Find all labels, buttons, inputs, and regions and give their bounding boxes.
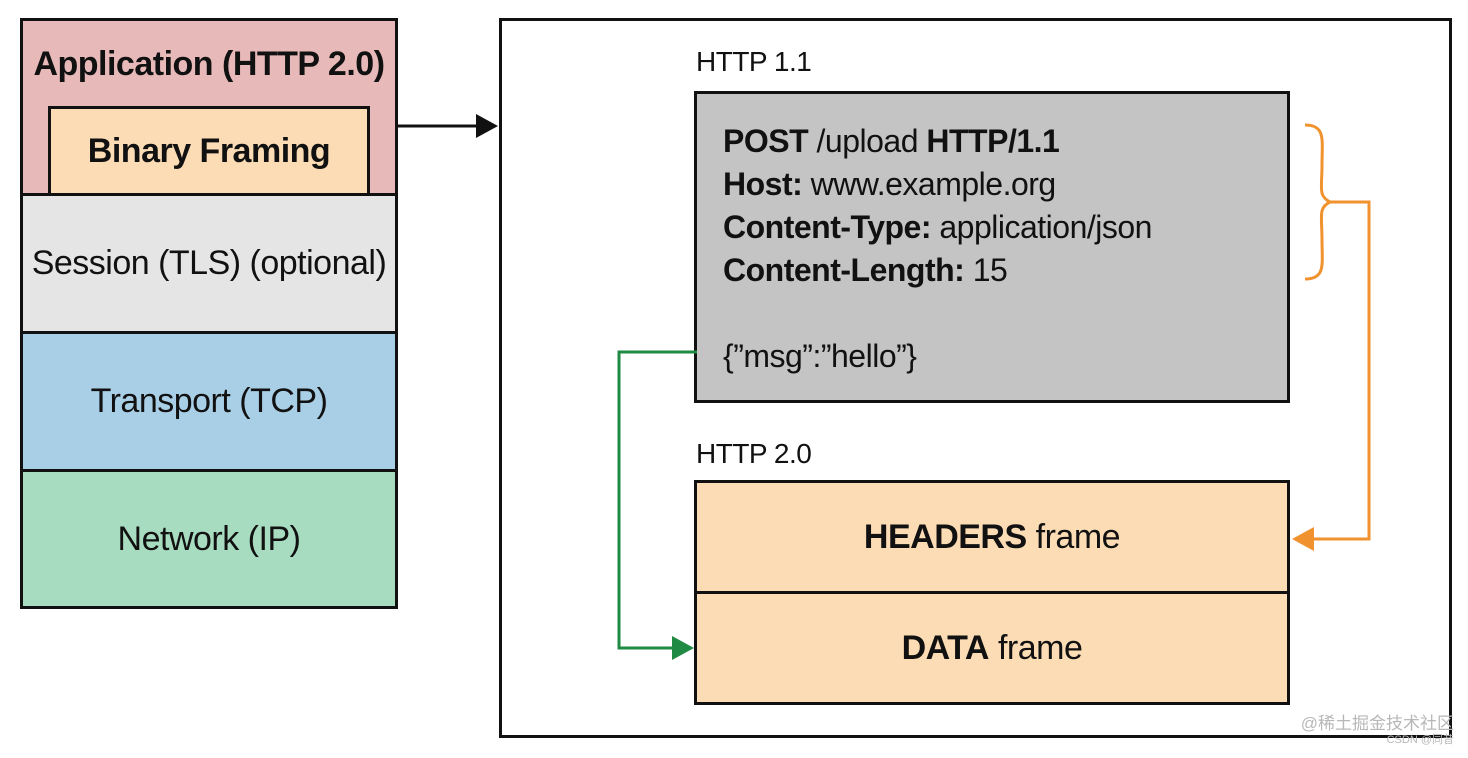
binary-framing-label: Binary Framing <box>87 131 331 170</box>
watermark: @稀土掘金技术社区 CSDN @同昔 <box>1301 714 1454 747</box>
request-path: /upload <box>808 123 927 159</box>
header-value: application/json <box>930 209 1152 245</box>
watermark-line-2: CSDN @同昔 <box>1386 734 1454 746</box>
header-line-content-type: Content-Type: application/json <box>723 206 1287 249</box>
request-method: POST <box>723 123 809 159</box>
headers-frame-suffix: frame <box>1035 517 1121 556</box>
http20-label: HTTP 2.0 <box>696 438 812 469</box>
session-layer-label: Session (TLS) (optional) <box>31 244 387 282</box>
data-frame-suffix: frame <box>997 628 1083 667</box>
transport-layer: Transport (TCP) <box>20 331 398 472</box>
application-layer-label: Application (HTTP 2.0) <box>33 45 385 83</box>
header-line-host: Host: www.example.org <box>723 163 1287 206</box>
request-line: POST /upload HTTP/1.1 <box>723 120 1287 163</box>
header-value: www.example.org <box>802 166 1057 202</box>
request-body: {”msg”:”hello”} <box>723 338 917 374</box>
transport-layer-label: Transport (TCP) <box>90 382 328 420</box>
network-layer: Network (IP) <box>20 469 398 609</box>
data-frame: DATA frame <box>694 591 1290 705</box>
header-value: 15 <box>964 252 1008 288</box>
header-name: Content-Length: <box>723 252 965 288</box>
stack-to-panel-arrowhead <box>476 114 498 138</box>
session-layer: Session (TLS) (optional) <box>20 193 398 334</box>
data-frame-name: DATA <box>901 628 990 667</box>
request-version: HTTP/1.1 <box>926 123 1060 159</box>
http11-label: HTTP 1.1 <box>696 46 812 77</box>
binary-framing-layer: Binary Framing <box>48 106 370 196</box>
network-layer-label: Network (IP) <box>117 519 301 558</box>
headers-frame: HEADERS frame <box>694 480 1290 594</box>
header-name: Content-Type: <box>723 209 931 245</box>
http11-request-box: POST /upload HTTP/1.1 Host: www.example.… <box>694 91 1290 403</box>
header-name: Host: <box>723 166 803 202</box>
headers-frame-name: HEADERS <box>863 517 1027 556</box>
watermark-line-1: @稀土掘金技术社区 <box>1300 714 1454 733</box>
header-line-content-length: Content-Length: 15 <box>723 249 1287 292</box>
